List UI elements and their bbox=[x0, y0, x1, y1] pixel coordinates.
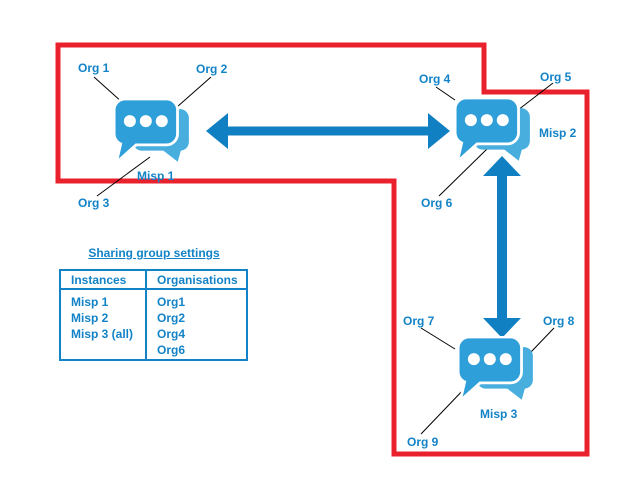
label-org-7: Org 7 bbox=[403, 314, 435, 328]
table-line: Org2 bbox=[157, 311, 186, 325]
label-misp-2: Misp 2 bbox=[539, 126, 577, 140]
table-line: Misp 1 bbox=[71, 295, 109, 309]
label-misp-1: Misp 1 bbox=[137, 169, 175, 183]
table-line: Org4 bbox=[157, 327, 186, 341]
label-org-8: Org 8 bbox=[543, 314, 575, 328]
label-misp-3: Misp 3 bbox=[480, 407, 518, 421]
column-header-organisations: Organisations bbox=[147, 271, 246, 290]
column-header-instances: Instances bbox=[61, 271, 145, 290]
table-line: Misp 2 bbox=[71, 311, 109, 325]
organisations-cell: Org1 Org2 Org4 Org6 bbox=[147, 290, 246, 358]
label-org-1: Org 1 bbox=[78, 61, 110, 75]
label-org-2: Org 2 bbox=[196, 62, 228, 76]
label-org-6: Org 6 bbox=[421, 196, 453, 210]
arrow-misp2-misp3 bbox=[483, 156, 521, 338]
arrow-misp1-misp2 bbox=[206, 113, 450, 149]
connector-org7-misp3 bbox=[420, 327, 456, 350]
table-line: Org6 bbox=[157, 343, 186, 357]
table-line: Org1 bbox=[157, 295, 186, 309]
connector-org4-misp2 bbox=[435, 86, 456, 101]
label-org-4: Org 4 bbox=[419, 72, 451, 86]
sharing-group-settings-title: Sharing group settings bbox=[88, 246, 220, 260]
misp-1-chat-bubbles-icon bbox=[113, 98, 193, 165]
table-column-organisations: Organisations Org1 Org2 Org4 Org6 bbox=[147, 271, 246, 359]
misp-3-chat-bubbles-icon bbox=[457, 336, 537, 403]
label-org-5: Org 5 bbox=[540, 70, 572, 84]
table-column-instances: Instances Misp 1 Misp 2 Misp 3 (all) bbox=[61, 271, 147, 359]
sharing-group-settings-table: Instances Misp 1 Misp 2 Misp 3 (all) Org… bbox=[59, 269, 248, 361]
instances-cell: Misp 1 Misp 2 Misp 3 (all) bbox=[61, 290, 145, 342]
table-line: Misp 3 (all) bbox=[71, 327, 134, 341]
label-org-9: Org 9 bbox=[407, 435, 439, 449]
label-org-3: Org 3 bbox=[78, 196, 110, 210]
misp-2-chat-bubbles-icon bbox=[454, 97, 534, 164]
